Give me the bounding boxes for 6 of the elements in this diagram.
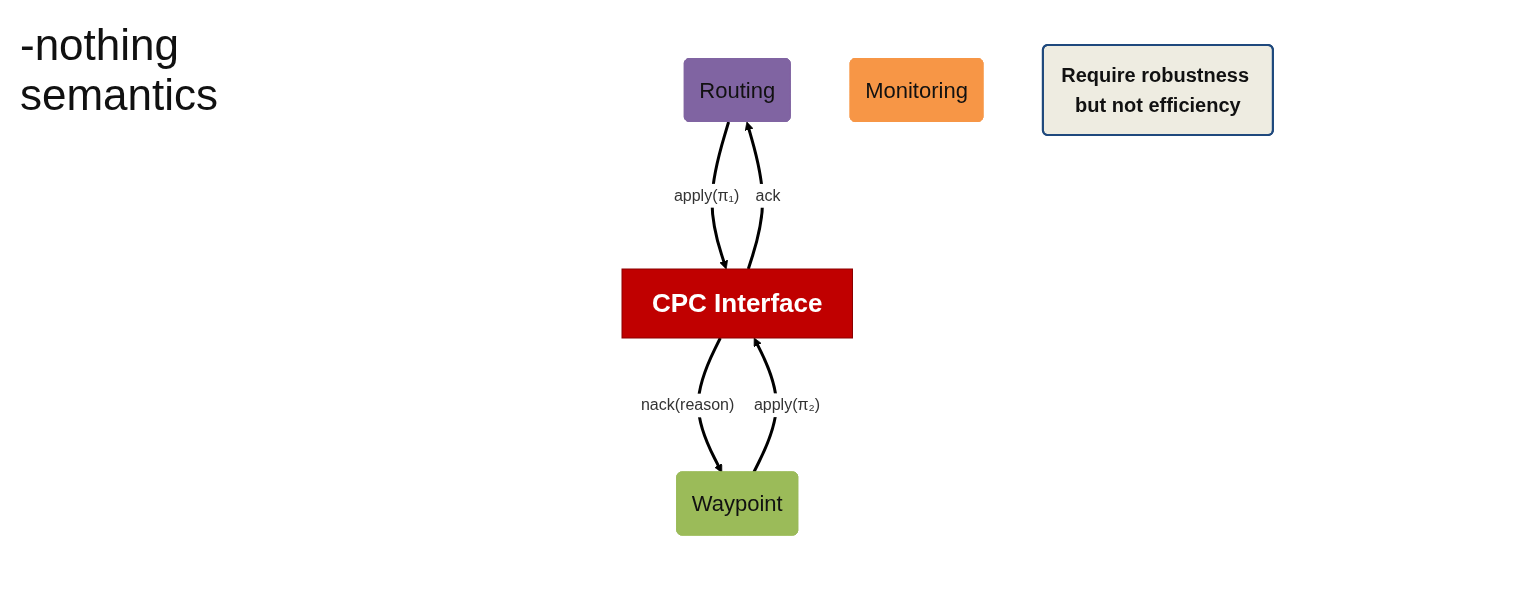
edge-label: apply(π₂) <box>753 396 820 414</box>
edge-label: nack(reason) <box>640 396 734 414</box>
note-text: -nothing semantics <box>20 20 220 120</box>
edge-label: ack <box>755 186 781 204</box>
edge-label: apply(π₁) <box>673 186 739 204</box>
node-box: CPC Interface <box>621 268 853 339</box>
